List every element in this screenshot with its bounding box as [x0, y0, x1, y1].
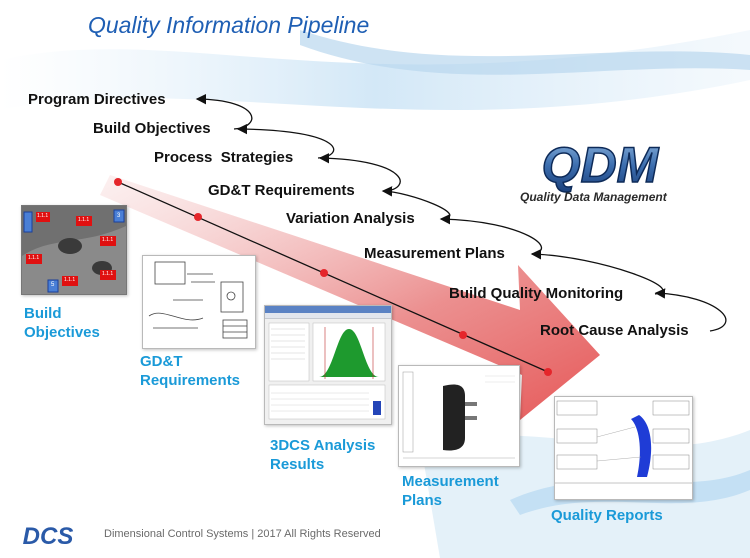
- caption-build-objectives: Build Objectives: [24, 305, 100, 341]
- caption-3dcs-analysis: 3DCS Analysis Results: [270, 437, 376, 473]
- step-measurement-plans: Measurement Plans: [364, 245, 505, 262]
- measurement-plan-image: [398, 365, 520, 467]
- pipeline-node-3: [320, 269, 328, 277]
- connector-7: [654, 288, 727, 332]
- engineering-drawing: [148, 261, 248, 339]
- pipeline-line: [117, 181, 549, 373]
- footer-copyright: Dimensional Control Systems | 2017 All R…: [104, 528, 381, 540]
- window-toolbar: [265, 313, 391, 319]
- badge: 1.1.1: [102, 271, 114, 277]
- step-gdt-requirements: GD&T Requirements: [208, 182, 355, 199]
- badge: 1.1.1: [37, 213, 49, 219]
- svg-text:QDM: QDM: [542, 140, 660, 193]
- step-build-objectives: Build Objectives: [93, 120, 211, 137]
- svg-text:DCS: DCS: [23, 523, 74, 550]
- step-process-strategies: Process Strategies: [154, 149, 294, 166]
- badge: 1.1.1: [78, 217, 90, 223]
- badge: 3: [117, 213, 121, 219]
- quality-report-sheet: [555, 397, 692, 499]
- badge: 5: [51, 282, 55, 288]
- histogram-panel: [268, 322, 386, 420]
- pipeline-node-1: [114, 178, 122, 186]
- gdt-drawing-image: [142, 255, 256, 349]
- step-variation-analysis: Variation Analysis: [286, 210, 415, 227]
- badge: 1.1.1: [64, 277, 76, 283]
- page-title: Quality Information Pipeline: [88, 12, 370, 38]
- pipeline-node-2: [194, 213, 202, 221]
- pipeline-node-4: [459, 331, 467, 339]
- dcs-logo: DCS: [23, 523, 74, 550]
- measurement-plan-drawing: [399, 366, 519, 466]
- quality-report-image: [554, 396, 693, 500]
- qdm-logo: QDM: [541, 140, 661, 194]
- badge: 1.1.1: [28, 255, 40, 261]
- connector-3: [318, 153, 401, 192]
- step-build-quality-monitoring: Build Quality Monitoring: [449, 285, 624, 302]
- caption-quality-reports: Quality Reports: [551, 507, 663, 524]
- connector-6: [530, 249, 664, 295]
- analysis-window-image: [264, 305, 392, 425]
- connector-4: [381, 186, 451, 220]
- pipeline-node-5: [544, 368, 552, 376]
- connector-2: [236, 123, 335, 159]
- connector-1: [195, 93, 253, 130]
- window-titlebar: [265, 306, 391, 313]
- connector-5: [439, 214, 543, 255]
- caption-measurement-plans: Measurement Plans: [402, 473, 499, 509]
- step-program-directives: Program Directives: [28, 91, 166, 108]
- vehicle-panel-illustration: [22, 206, 126, 294]
- caption-gdt-requirements: GD&T Requirements: [140, 353, 241, 389]
- step-root-cause-analysis: Root Cause Analysis: [540, 322, 689, 339]
- qdm-subtitle: Quality Data Management: [520, 190, 667, 204]
- build-objectives-image: 1.1.1 1.1.1 3 1.1.1 1.1.1 1.1.1 1.1.1 5: [21, 205, 127, 295]
- badge: 1.1.1: [102, 237, 114, 243]
